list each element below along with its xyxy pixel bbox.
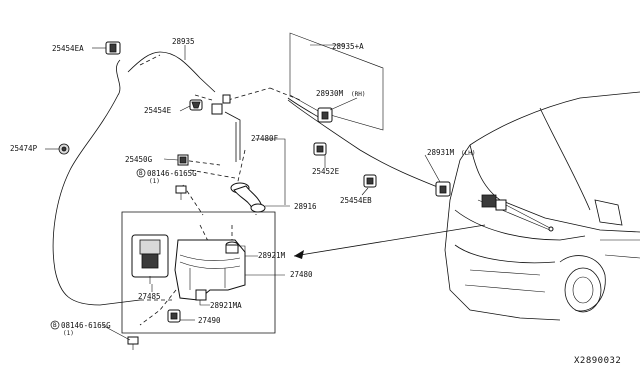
label-28930m-rh: (RH) (351, 91, 365, 98)
tank-assembly-box (121, 211, 276, 334)
nozzle-25454ea (105, 41, 121, 55)
label-08146-lower-qty: (1) (63, 330, 74, 337)
label-08146-upper-qty: (1) (149, 178, 160, 185)
bolt-08146-upper (175, 185, 187, 200)
bolt-prefix-upper: B (139, 170, 143, 177)
bolt-callout-lower: B (50, 320, 60, 330)
label-28935: 28935 (172, 37, 195, 46)
washer-tank-27480 (174, 239, 246, 301)
label-28935a: 28935+A (332, 42, 364, 51)
joint-connector (211, 94, 231, 115)
clip-25450g (177, 154, 189, 166)
label-28931m: 28931M (427, 148, 455, 157)
washer-pump-27485 (131, 234, 169, 284)
nozzle-28930m-rh (317, 107, 333, 123)
label-28921ma: 28921MA (210, 301, 242, 310)
fitting-28921ma (195, 289, 207, 301)
cap-28921m (225, 241, 239, 254)
label-08146-upper: 08146-6165G (147, 169, 197, 178)
nozzle-bracket-outline (289, 32, 384, 131)
label-25454ea: 25454EA (52, 44, 84, 53)
clip-25454e (189, 99, 203, 111)
label-08146-lower: 08146-6165G (61, 321, 111, 330)
label-28930m: 28930M (316, 89, 344, 98)
label-25452e: 25452E (312, 167, 340, 176)
label-27485: 27485 (138, 292, 161, 301)
filler-neck-28916 (230, 182, 266, 213)
label-25474p: 25474P (10, 144, 38, 153)
label-27480f: 27480F (251, 134, 279, 143)
circled-b-icon (136, 168, 146, 178)
bolt-08146-lower (127, 336, 139, 350)
clip-25452e (313, 142, 327, 156)
joint-27490 (167, 309, 181, 323)
diagram-reference-code: X2890032 (574, 356, 621, 366)
vehicle-front-view (444, 91, 640, 321)
bolt-prefix-lower: B (53, 322, 57, 329)
label-28916: 28916 (294, 202, 317, 211)
circled-b-icon (50, 320, 60, 330)
label-27480: 27480 (290, 270, 313, 279)
bolt-callout-upper: B (136, 168, 146, 178)
label-28921m: 28921M (258, 251, 286, 260)
label-28931m-lh: (LH) (461, 150, 475, 157)
label-25454e: 25454E (144, 106, 172, 115)
label-25450g: 25450G (125, 155, 153, 164)
grommet-25474p (58, 143, 70, 155)
clip-25454eb (363, 174, 377, 188)
nozzle-28931m-lh (435, 181, 451, 197)
label-27490: 27490 (198, 316, 221, 325)
part-labels: 25454EA 28935 28935+A 28930M (RH) 25454E… (10, 37, 621, 366)
location-arrow (293, 224, 486, 259)
label-25454eb: 25454EB (340, 196, 372, 205)
leader-lines (45, 44, 441, 341)
